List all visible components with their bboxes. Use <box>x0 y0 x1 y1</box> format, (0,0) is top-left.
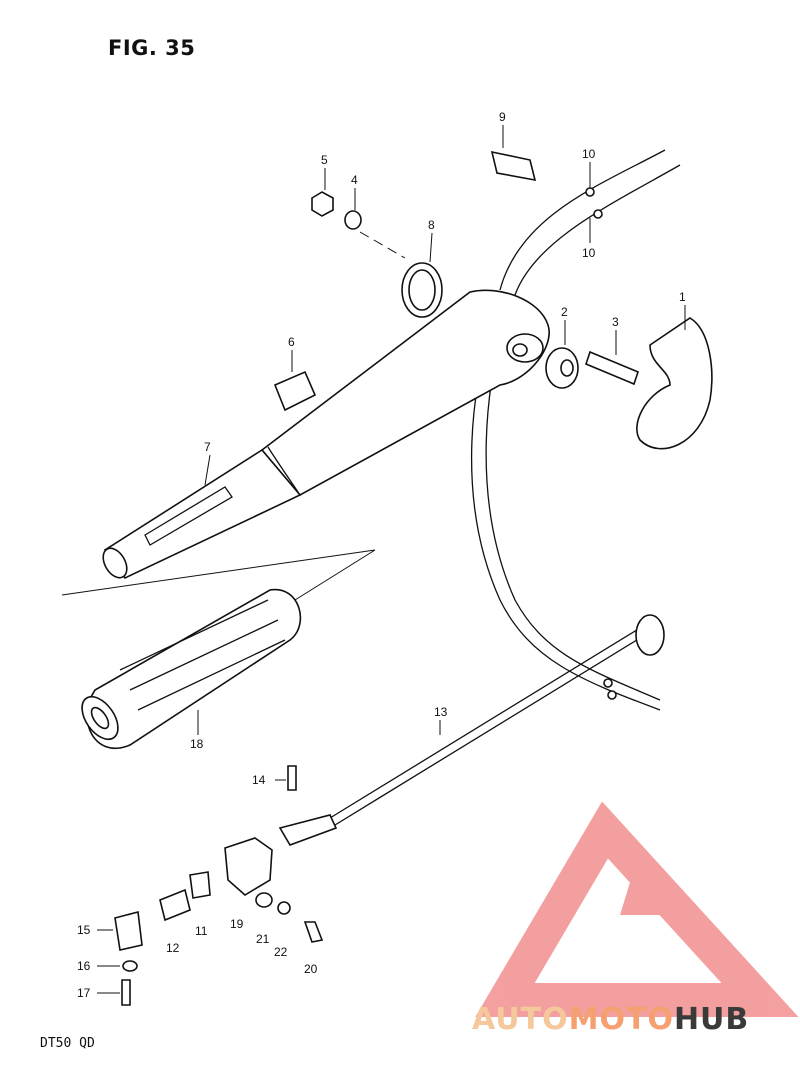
watermark-text: AUTOMOTOHUB <box>472 1002 749 1037</box>
callout-6: 6 <box>288 335 295 349</box>
washer-22-part <box>277 901 291 915</box>
watermark-logo <box>475 801 799 1017</box>
screw-17-part <box>121 979 131 1006</box>
throttle-rod <box>278 614 665 846</box>
washer-16-part <box>122 960 138 972</box>
callout-10a: 10 <box>582 147 596 161</box>
callout-7: 7 <box>204 440 211 454</box>
cap-15-part <box>114 910 143 951</box>
label-plate-part <box>273 370 317 412</box>
callout-12: 12 <box>166 941 180 955</box>
callout-16: 16 <box>77 959 91 973</box>
callout-leaders <box>97 125 686 994</box>
callout-19: 19 <box>230 917 244 931</box>
model-code: DT50 QD <box>40 1036 95 1051</box>
bushing-inner <box>560 359 574 377</box>
block-19-part <box>224 837 273 896</box>
callout-17: 17 <box>77 986 91 1000</box>
callout-3: 3 <box>612 315 619 329</box>
pin-14-part <box>287 765 297 791</box>
callout-11: 11 <box>195 924 208 938</box>
plate-part <box>490 150 537 182</box>
washer-part <box>344 210 362 230</box>
callout-9: 9 <box>499 110 506 124</box>
callout-5: 5 <box>321 153 328 167</box>
callout-15: 15 <box>77 923 91 937</box>
ring-inner <box>408 269 436 311</box>
spring-12-part <box>159 888 191 922</box>
callout-18: 18 <box>190 737 204 751</box>
callout-4: 4 <box>351 173 358 187</box>
nut-part <box>311 191 334 217</box>
watermark-hub: HUB <box>673 1002 750 1037</box>
watermark-auto: AUTO <box>472 1002 569 1037</box>
screw-20-part <box>303 921 324 943</box>
collar-11-part <box>189 871 211 899</box>
callout-14: 14 <box>252 773 266 787</box>
callout-2: 2 <box>561 305 568 319</box>
callout-numbers: 1 2 3 4 5 6 7 8 9 10 10 13 14 18 15 16 1… <box>77 110 686 1000</box>
tiller-handle <box>102 289 550 580</box>
callout-22: 22 <box>274 945 288 959</box>
callout-21: 21 <box>256 932 270 946</box>
tiller-grip <box>81 588 302 749</box>
callout-20: 20 <box>304 962 318 976</box>
pin-part <box>585 350 639 386</box>
figure-title: FIG. 35 <box>108 36 196 60</box>
callout-13: 13 <box>434 705 448 719</box>
callout-10b: 10 <box>582 246 596 260</box>
callout-8: 8 <box>428 218 435 232</box>
callout-1: 1 <box>679 290 686 304</box>
washer-21-part <box>255 892 273 908</box>
projection-lines <box>61 231 406 601</box>
cover-part <box>636 317 713 450</box>
watermark-moto: MOTO <box>568 1002 674 1037</box>
